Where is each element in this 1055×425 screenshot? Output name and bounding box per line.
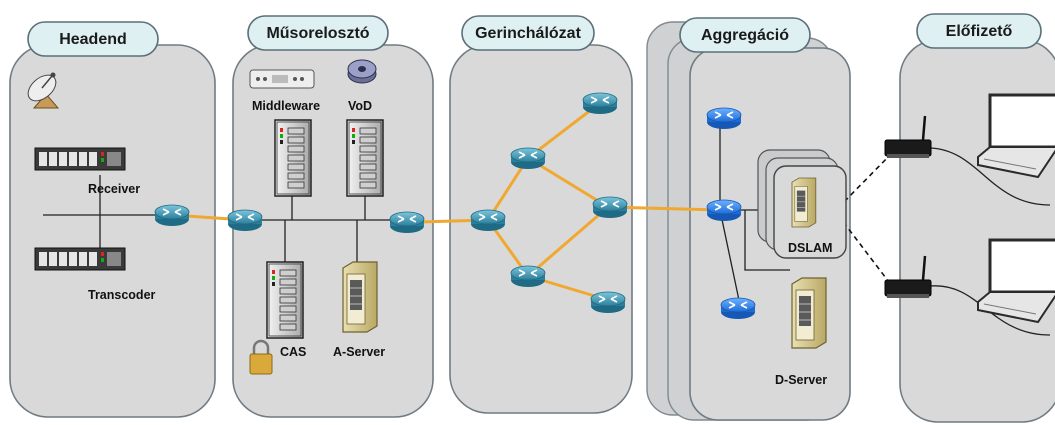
cas-server-icon <box>266 261 304 339</box>
router-icon <box>510 147 546 170</box>
vod-label: VoD <box>348 99 372 113</box>
aggregation-title: Aggregáció <box>701 27 789 44</box>
film-reel-icon <box>347 59 377 84</box>
cas-label: CAS <box>280 345 306 359</box>
laptop-icon <box>976 238 1055 324</box>
d-server-label: D-Server <box>775 373 827 387</box>
transcoder-rack-icon <box>34 247 126 271</box>
headend-title: Headend <box>59 31 127 48</box>
vod-server-icon <box>346 119 384 197</box>
distribution-header <box>247 15 389 51</box>
router-icon <box>720 297 756 320</box>
router-icon <box>227 209 263 232</box>
transcoder-label: Transcoder <box>88 288 156 302</box>
router-icon <box>389 211 425 234</box>
router-icon <box>154 204 190 227</box>
receiver-label: Receiver <box>88 182 140 196</box>
d-server-tower-icon <box>791 277 827 349</box>
backbone-header <box>461 15 595 51</box>
router-icon <box>510 265 546 288</box>
padlock-icon <box>249 339 273 375</box>
dslam-device-icon <box>791 177 817 228</box>
receiver-rack-icon <box>34 147 126 171</box>
a-server-label: A-Server <box>333 345 385 359</box>
subscriber-title: Előfizető <box>946 23 1013 40</box>
router-icon <box>706 107 742 130</box>
router-icon <box>592 196 628 219</box>
headend-header <box>27 21 159 57</box>
router-icon <box>590 291 626 314</box>
remote-control-icon <box>249 69 315 89</box>
router-icon <box>582 92 618 115</box>
distribution-title: Műsorelosztó <box>266 25 369 42</box>
laptop-icon <box>976 93 1055 179</box>
a-server-tower-icon <box>342 261 378 333</box>
backbone-title: Gerinchálózat <box>475 25 581 42</box>
aggregation-header <box>679 17 811 53</box>
subscriber-header <box>916 13 1042 49</box>
router-icon <box>706 199 742 222</box>
router-icon <box>470 209 506 232</box>
dslam-label: DSLAM <box>788 241 832 255</box>
satellite-dish-icon <box>27 72 60 109</box>
middleware-label: Middleware <box>252 99 320 113</box>
middleware-server-icon <box>274 119 312 197</box>
